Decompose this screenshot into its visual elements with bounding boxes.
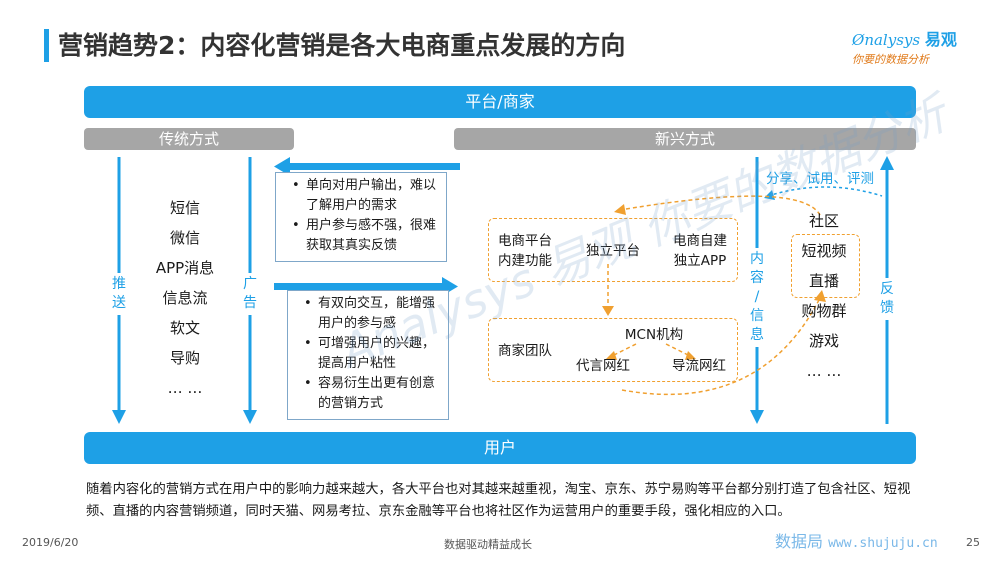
list-item: 可增强用户的兴趣，提高用户粘性 xyxy=(304,334,442,374)
summary-caption: 随着内容化的营销方式在用户中的影响力越来越大，各大平台也对其越来越重视，淘宝、京… xyxy=(86,482,911,519)
source-url: www.shujuju.cn xyxy=(828,536,938,551)
loop-bottom-arrow xyxy=(621,290,826,396)
list-item: APP消息 xyxy=(155,259,215,277)
push-label: 推 送 xyxy=(110,273,128,315)
traditional-header: 传统方式 xyxy=(84,128,294,150)
feedback-label: 反 馈 xyxy=(878,278,896,320)
top-bar-platform: 平台/商家 xyxy=(84,86,916,118)
source-watermark: 数据局 www.shujuju.cn xyxy=(775,528,938,552)
share-trial-review-label: 分享、试用、评测 xyxy=(766,171,874,187)
list-item: 信息流 xyxy=(162,289,208,307)
list-item: 用户参与感不强，很难获取其真实反馈 xyxy=(292,216,440,256)
node-traffic-kol: 导流网红 xyxy=(672,358,726,374)
list-item: 社区 xyxy=(808,212,839,230)
list-item: … … xyxy=(806,362,842,380)
footer-date: 2019/6/20 xyxy=(22,536,79,549)
list-item: 购物群 xyxy=(801,302,847,320)
bottom-bar-user: 用户 xyxy=(84,432,916,464)
list-item: 导购 xyxy=(169,349,200,367)
list-item: 容易衍生出更有创意的营销方式 xyxy=(304,374,442,414)
node-platform-builtin: 电商平台 内建功能 xyxy=(498,233,552,269)
highlighted-channels-box xyxy=(791,234,860,298)
traditional-left-arrow xyxy=(274,157,460,176)
source-cn: 数据局 xyxy=(775,532,824,551)
traditional-channel-list: 短信 微信 APP消息 信息流 软文 导购 … … xyxy=(140,193,230,403)
logo-brand: 易观 xyxy=(924,30,957,49)
traditional-drawbacks-box: 单向对用户输出，难以了解用户的需求 用户参与感不强，很难获取其真实反馈 xyxy=(275,172,447,262)
platform-to-merchant-arrow xyxy=(602,264,614,316)
list-item: 有双向交互，能增强用户的参与感 xyxy=(304,294,442,334)
list-item: … … xyxy=(167,379,203,397)
footer-slogan: 数据驱动精益成长 xyxy=(444,538,532,551)
content-info-label: 内 容 / 信 息 xyxy=(748,248,766,347)
node-self-built-app: 电商自建 独立APP xyxy=(673,233,727,269)
node-independent-platform: 独立平台 xyxy=(586,243,640,259)
logo-slogan: 你要的数据分析 xyxy=(852,53,929,66)
page-number: 25 xyxy=(966,536,980,549)
list-item: 短视频 xyxy=(801,242,847,260)
page-title: 营销趋势2：内容化营销是各大电商重点发展的方向 xyxy=(58,31,626,60)
logo-a-icon: Ø xyxy=(852,31,865,49)
emerging-channel-list: 社区 短视频 直播 购物群 游戏 … … xyxy=(784,206,864,386)
list-item: 短信 xyxy=(169,199,200,217)
list-item: 微信 xyxy=(169,229,200,247)
merchant-dashed-box xyxy=(488,318,738,382)
node-mcn: MCN机构 xyxy=(624,327,684,343)
list-item: 游戏 xyxy=(808,332,839,350)
kol-mcn-arrows xyxy=(606,343,696,360)
logo-text: nalysys xyxy=(864,31,921,49)
list-item: 直播 xyxy=(808,272,839,290)
loop-top-arrow xyxy=(614,195,821,216)
analysys-logo: Ønalysys 易观 你要的数据分析 xyxy=(852,26,977,66)
list-item: 软文 xyxy=(169,319,200,337)
title-accent-bar xyxy=(44,29,49,62)
node-merchant-team: 商家团队 xyxy=(498,343,552,359)
platform-dashed-box xyxy=(488,218,738,282)
emerging-header: 新兴方式 xyxy=(454,128,916,150)
list-item: 单向对用户输出，难以了解用户的需求 xyxy=(292,176,440,216)
node-agent-kol: 代言网红 xyxy=(576,358,630,374)
emerging-benefits-box: 有双向交互，能增强用户的参与感 可增强用户的兴趣，提高用户粘性 容易衍生出更有创… xyxy=(287,290,449,420)
ad-label: 广 告 xyxy=(241,273,259,315)
